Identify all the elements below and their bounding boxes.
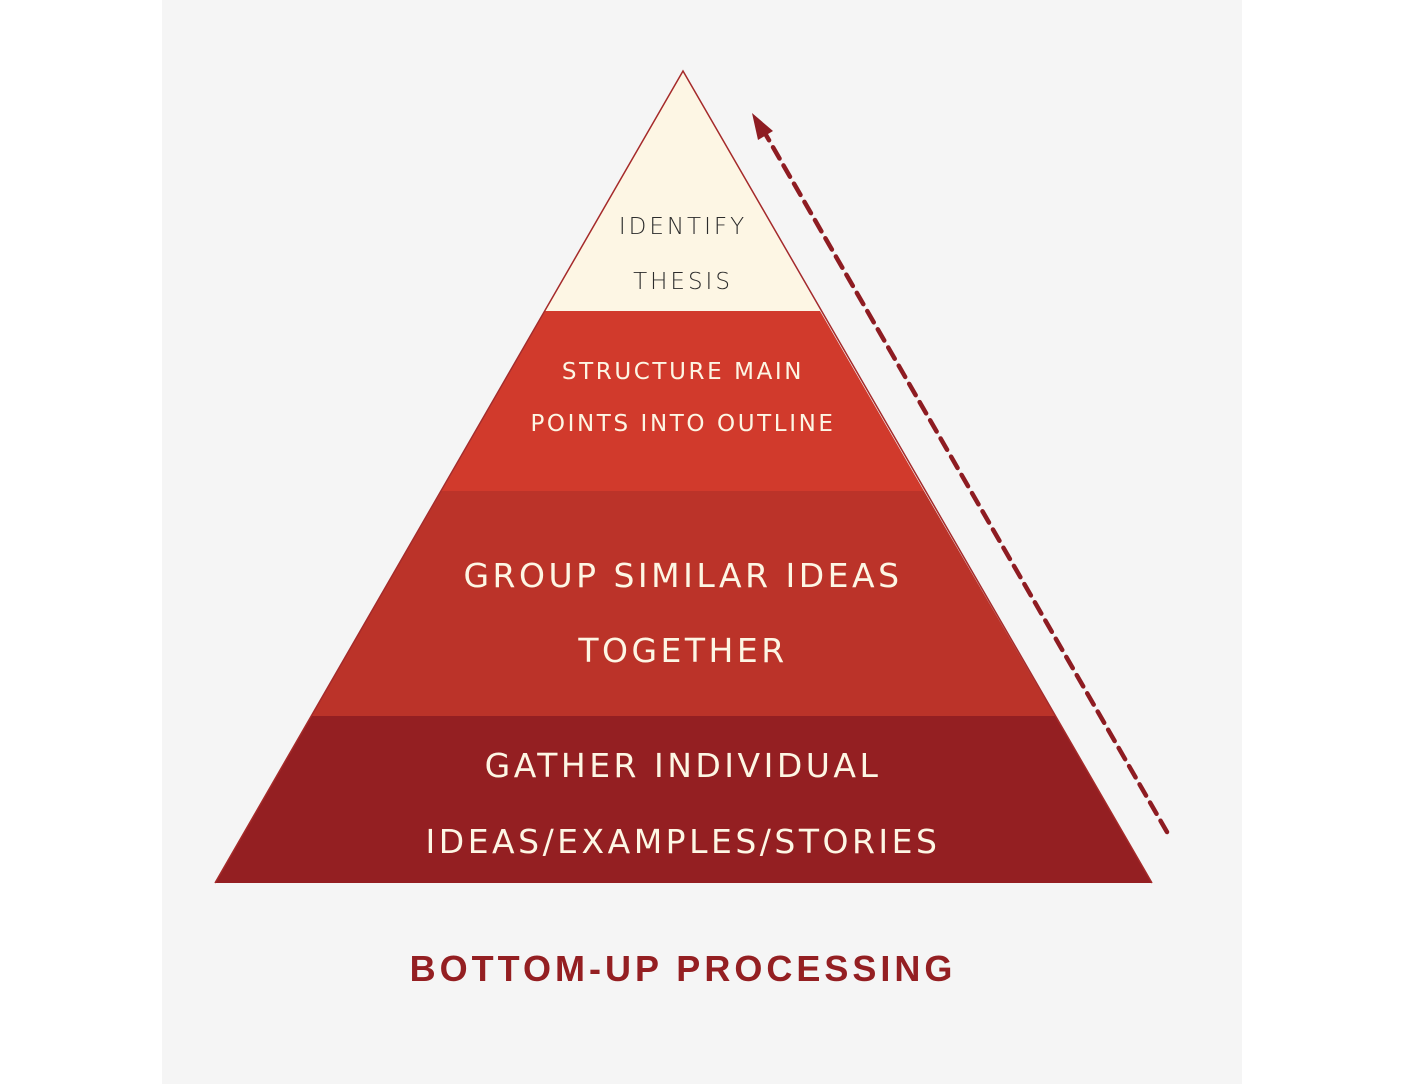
tier-1-label: IDENTIFY THESIS <box>583 200 783 310</box>
diagram-title: BOTTOM-UP PROCESSING <box>409 948 957 989</box>
tier-4-label: GATHER INDIVIDUAL IDEAS/EXAMPLES/STORIES <box>333 728 1033 880</box>
pyramid-tier-3 <box>311 491 1055 716</box>
pyramid-outline <box>214 69 1153 884</box>
pyramid-tier-4 <box>215 716 1152 883</box>
pyramid-tier-1 <box>545 71 820 311</box>
tier-2-label: STRUCTURE MAIN POINTS INTO OUTLINE <box>483 346 883 450</box>
tier-2-line-1: STRUCTURE MAIN <box>561 359 805 385</box>
tier-1-line-2: THESIS <box>633 269 733 295</box>
tier-4-line-2: IDEAS/EXAMPLES/STORIES <box>425 822 941 861</box>
tier-3-line-1: GROUP SIMILAR IDEAS <box>463 556 903 595</box>
tier-4-line-1: GATHER INDIVIDUAL <box>484 746 882 785</box>
tier-3-label: GROUP SIMILAR IDEAS TOGETHER <box>383 538 983 688</box>
dashed-arrow-up-icon <box>752 113 1170 835</box>
tier-3-line-2: TOGETHER <box>578 631 788 670</box>
pyramid-tier-2 <box>441 311 924 491</box>
tier-1-line-1: IDENTIFY <box>618 214 748 240</box>
tier-2-line-2: POINTS INTO OUTLINE <box>530 411 836 437</box>
